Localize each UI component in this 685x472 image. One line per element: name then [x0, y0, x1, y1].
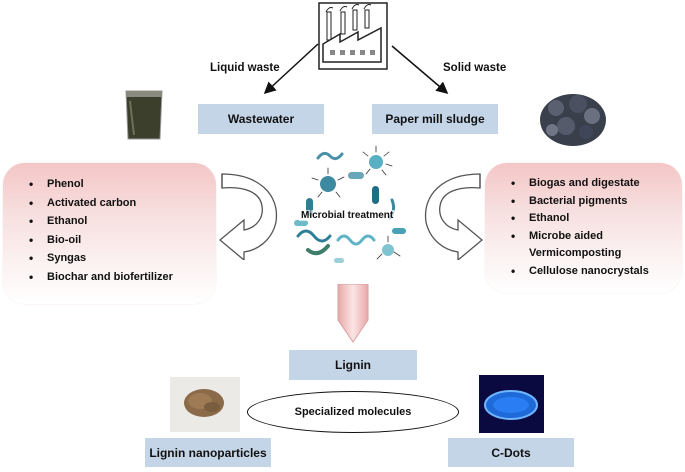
microbial-treatment-label: Microbial treatment	[299, 210, 396, 221]
factory-icon	[318, 2, 388, 70]
paper-mill-sludge-box: Paper mill sludge	[372, 104, 498, 134]
down-arrow-icon	[337, 284, 369, 343]
wastewater-box: Wastewater	[198, 104, 324, 134]
c-dots-image	[479, 375, 544, 433]
list-item: Biogas and digestate	[511, 175, 669, 193]
c-dots-box: C-Dots	[448, 438, 574, 467]
list-item: Ethanol	[29, 212, 216, 231]
liquid-arrow	[263, 43, 319, 95]
right-products-panel: Biogas and digestate Bacterial pigments …	[485, 163, 682, 293]
lignin-box: Lignin	[289, 350, 417, 380]
solid-waste-label: Solid waste	[443, 62, 507, 74]
left-products-list: Phenol Activated carbon Ethanol Bio-oil …	[3, 163, 216, 286]
left-curved-arrow-icon	[218, 173, 278, 260]
list-item: Ethanol	[511, 210, 669, 228]
wastewater-image	[120, 87, 168, 143]
list-item: Phenol	[29, 175, 216, 194]
list-item: Syngas	[29, 249, 216, 268]
specialized-molecules-ellipse: Specialized molecules	[247, 391, 459, 433]
sludge-image	[538, 86, 608, 148]
lignin-nanoparticles-box: Lignin nanoparticles	[145, 438, 271, 467]
right-products-list: Biogas and digestate Bacterial pigments …	[485, 163, 669, 280]
solid-arrow	[391, 45, 449, 94]
list-item: Activated carbon	[29, 194, 216, 213]
list-item: Bio-oil	[29, 231, 216, 250]
left-products-panel: Phenol Activated carbon Ethanol Bio-oil …	[3, 163, 216, 304]
specialized-molecules-label: Specialized molecules	[294, 406, 412, 418]
microbes-illustration	[294, 145, 406, 263]
list-item: Biochar and biofertilizer	[29, 268, 216, 287]
list-item: Cellulose nanocrystals	[511, 263, 669, 281]
list-item: Microbe aided Vermicomposting	[511, 228, 669, 263]
list-item: Bacterial pigments	[511, 193, 669, 211]
liquid-waste-label: Liquid waste	[210, 62, 280, 74]
lignin-nanoparticles-image	[170, 377, 240, 432]
right-curved-arrow-icon	[424, 173, 484, 260]
